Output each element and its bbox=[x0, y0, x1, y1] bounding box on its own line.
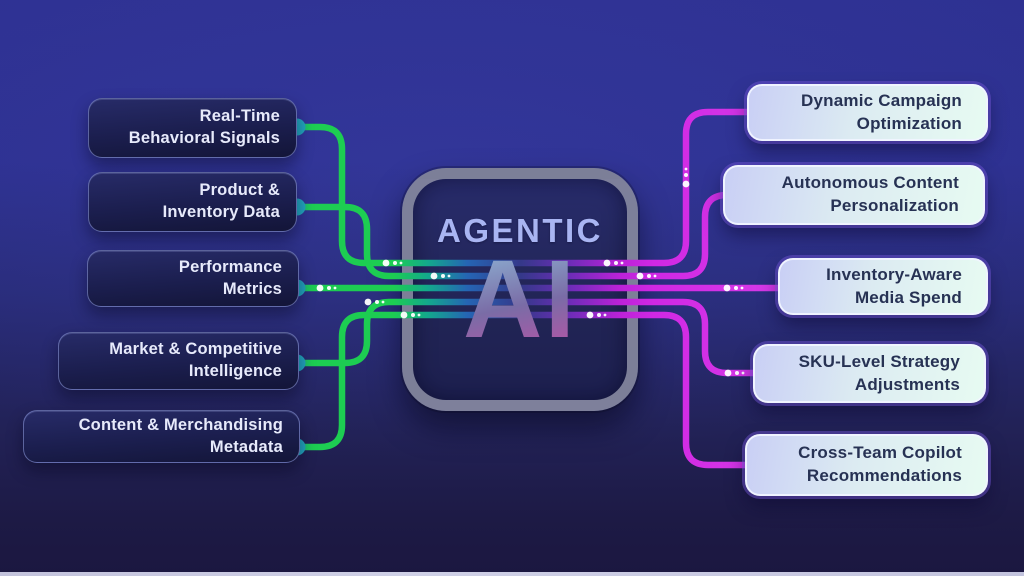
output-label-line: Cross-Team Copilot bbox=[798, 443, 962, 463]
input-label-line: Metrics bbox=[222, 279, 282, 298]
input-label-line: Inventory Data bbox=[162, 203, 280, 221]
input-label-line: Product & bbox=[199, 181, 280, 200]
output-label-line: Dynamic Campaign bbox=[801, 90, 962, 110]
bottom-edge-bar bbox=[0, 572, 1024, 576]
output-label-line: Adjustments bbox=[854, 374, 960, 394]
input-label-line: Real-Time bbox=[199, 107, 280, 126]
output-label-line: Autonomous Content bbox=[781, 173, 959, 193]
output-label-line: Inventory-Aware bbox=[826, 264, 962, 284]
input-box-product-inventory-data: Product & Inventory Data bbox=[88, 172, 297, 232]
output-label-line: Optimization bbox=[856, 113, 962, 133]
input-label-line: Content & Merchandising bbox=[78, 415, 283, 434]
input-label-line: Market & Competitive bbox=[109, 340, 282, 359]
output-label-line: Recommendations bbox=[806, 466, 962, 485]
input-label-line: Behavioral Signals bbox=[128, 129, 280, 147]
output-label-line: Media Spend bbox=[854, 287, 962, 307]
input-label-line: Performance bbox=[178, 257, 282, 276]
input-label-line: Metadata bbox=[209, 437, 283, 456]
output-label-line: SKU-Level Strategy bbox=[798, 351, 960, 371]
output-label-line: Personalization bbox=[830, 196, 959, 215]
input-label-line: Intelligence bbox=[188, 362, 282, 380]
